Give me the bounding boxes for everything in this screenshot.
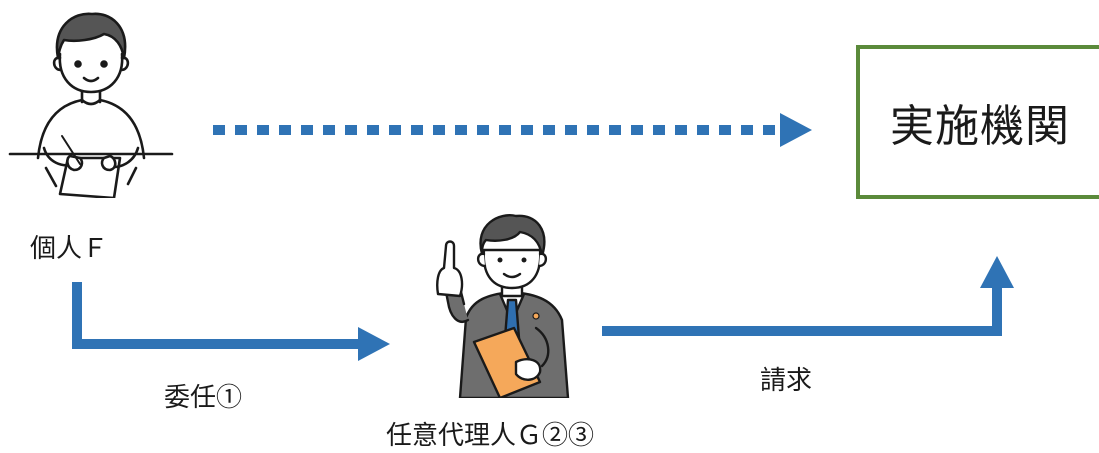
entrust-arrow (72, 282, 390, 361)
person-writing-icon (8, 12, 174, 198)
agency-label: 実施機関 (890, 101, 1070, 152)
direct-dotted-arrow (213, 113, 812, 147)
businessman-with-folder-icon (436, 214, 570, 398)
request-label: 請求 (760, 366, 813, 396)
person-f-label: 個人Ｆ (30, 234, 109, 264)
entrust-label: 委任① (164, 383, 243, 413)
agency-box: 実施機関 (856, 45, 1099, 199)
request-arrow (602, 256, 1014, 336)
agent-g-label: 任意代理人Ｇ②③ (386, 421, 595, 451)
